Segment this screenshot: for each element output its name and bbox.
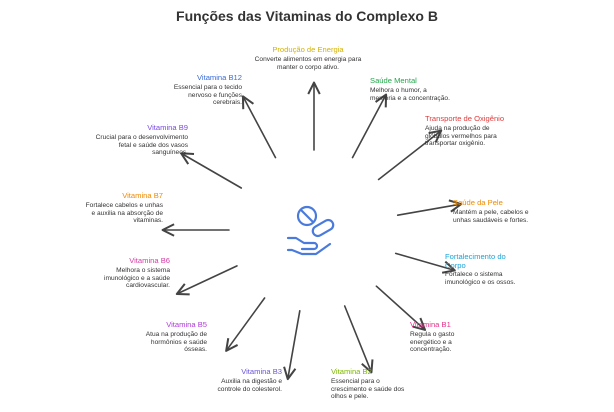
node-label: Saúde Mental [370,76,417,85]
node-saude-mental: Saúde Mental Melhora o humor, a memória … [370,76,450,102]
vitamin-pills-icon [286,205,335,256]
node-description: Melhora o sistema imunológico e a saúde … [104,266,170,290]
arrow-vitamina-b1 [375,285,427,331]
node-label: Vitamina B5 [166,320,207,329]
node-label: Vitamina B9 [147,123,188,132]
node-saude-pele: Saúde da Pele Mantém a pele, cabelos e u… [453,198,531,224]
node-vitamina-b5: Vitamina B5 Atua na produção de hormônio… [127,320,207,354]
arrow-saude-mental [351,93,388,159]
node-description: Crucial para o desenvolvimento fetal e s… [95,133,188,157]
node-description: Fortalece cabelos e unhas e auxilia na a… [85,201,163,225]
node-vitamina-b1: Vitamina B1 Regula o gasto energético e … [410,320,482,354]
node-label: Vitamina B2 [331,367,372,376]
node-vitamina-b3: Vitamina B3 Auxilia na digestão e contro… [208,367,282,393]
node-label: Vitamina B12 [196,73,242,82]
node-description: Converte alimentos em energia para mante… [254,55,362,71]
arrow-vitamina-b2 [343,305,374,374]
arrow-vitamina-b12 [241,95,277,159]
node-description: Atua na produção de hormônios e saúde ós… [145,330,207,354]
node-label: Vitamina B1 [410,320,451,329]
arrow-vitamina-b3 [283,309,301,381]
node-label: Vitamina B7 [122,191,163,200]
node-label: Vitamina B6 [129,256,170,265]
node-label: Produção de Energia [272,45,344,54]
arrow-saude-pele [396,199,463,216]
node-description: Regula o gasto energético e a concentraç… [410,330,455,354]
arrow-vitamina-b5 [225,297,266,352]
node-description: Fortalece o sistema imunológico e os oss… [445,271,516,287]
node-description: Ajuda na produção de glóbulos vermelhos … [425,124,497,148]
node-description: Essencial para o crescimento e saúde dos… [331,377,405,401]
node-vitamina-b2: Vitamina B2 Essencial para o crescimento… [331,367,411,401]
node-vitamina-b6: Vitamina B6 Melhora o sistema imunológic… [96,256,170,290]
node-vitamina-b9: Vitamina B9 Crucial para o desenvolvimen… [92,123,188,157]
arrow-vitamina-b6 [175,265,238,296]
node-label: Fortalecimento do Corpo [445,252,506,270]
arrow-vitamina-b9 [180,152,243,189]
node-label: Saúde da Pele [453,198,503,207]
node-producao-energia: Produção de Energia Converte alimentos e… [249,45,367,71]
node-fortalecimento-corpo: Fortalecimento do Corpo Fortalece o sist… [445,252,527,287]
diagram-title: Funções das Vitaminas do Complexo B [176,8,438,24]
arrow-transporte-oxigenio [377,129,443,181]
node-description: Essencial para o tecido nervoso e funçõe… [173,83,242,107]
node-label: Vitamina B3 [241,367,282,376]
node-description: Mantém a pele, cabelos e unhas saudáveis… [453,208,529,224]
node-transporte-oxigenio: Transporte de Oxigênio Ajuda na produção… [425,114,505,148]
node-description: Melhora o humor, a memória e a concentra… [370,86,450,102]
node-description: Auxilia na digestão e controle do colest… [217,377,282,393]
node-vitamina-b7: Vitamina B7 Fortalece cabelos e unhas e … [83,191,163,225]
node-vitamina-b12: Vitamina B12 Essencial para o tecido ner… [164,73,242,107]
arrow-fortalecimento-corpo [394,252,456,274]
node-label: Transporte de Oxigênio [425,114,505,123]
arrows-group [161,81,463,381]
